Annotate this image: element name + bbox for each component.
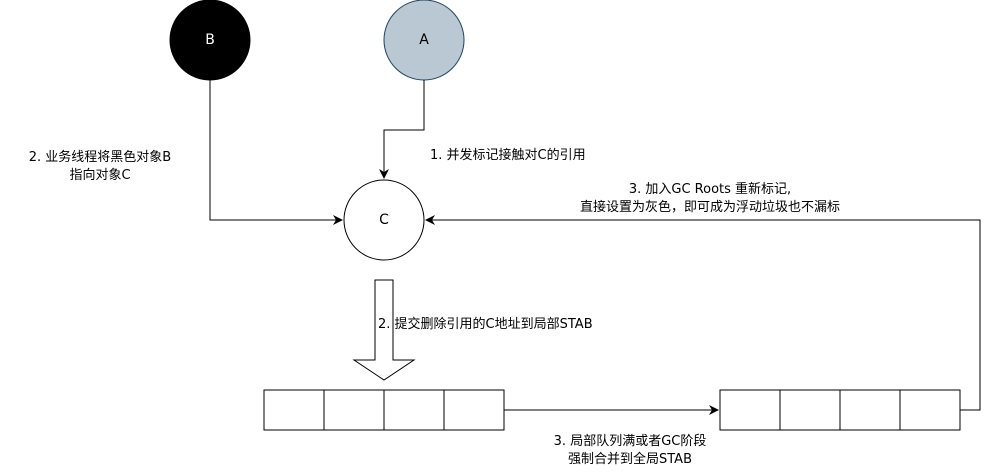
step3-merge-label: 3. 局部队列满或者GC阶段 强制合并到全局STAB xyxy=(530,433,730,469)
step2-label-line2: 指向对象C xyxy=(69,168,131,183)
local-queue-cell xyxy=(323,389,385,431)
step2-submit-label: 2. 提交删除引用的C地址到局部STAB xyxy=(378,317,593,332)
step1-label: 1. 并发标记接触对C的引用 xyxy=(430,148,586,163)
step3-merge-line1: 3. 局部队列满或者GC阶段 xyxy=(553,434,707,449)
node-c-label: C xyxy=(379,212,389,228)
local-stab-queue xyxy=(263,389,505,431)
edge-global-queue-to-c xyxy=(425,215,981,411)
step3-merge-line2: 强制合并到全局STAB xyxy=(568,452,692,467)
step3-remark-line2: 直接设置为灰色，即可成为浮动垃圾也不漏标 xyxy=(579,200,840,215)
step2-label: 2. 业务线程将黑色对象B 指向对象C xyxy=(10,149,190,185)
edge-a-to-c xyxy=(379,80,425,179)
node-c-circle[interactable] xyxy=(343,179,425,261)
global-stab-queue xyxy=(719,389,961,431)
global-queue-cell xyxy=(719,389,781,431)
node-a-label: A xyxy=(419,32,429,48)
step2-label-line1: 2. 业务线程将黑色对象B xyxy=(28,150,172,165)
edge-b-to-c xyxy=(209,80,343,225)
global-queue-cell xyxy=(839,389,901,431)
step3-remark-line1: 3. 加入GC Roots 重新标记, xyxy=(628,182,792,197)
global-queue-cell xyxy=(779,389,841,431)
node-b-label: B xyxy=(205,32,215,48)
step3-remark-label: 3. 加入GC Roots 重新标记, 直接设置为灰色，即可成为浮动垃圾也不漏标 xyxy=(540,181,880,217)
local-queue-cell xyxy=(443,389,505,431)
local-queue-cell xyxy=(383,389,445,431)
global-queue-cell xyxy=(899,389,961,431)
local-queue-cell xyxy=(263,389,325,431)
submit-down-arrow xyxy=(352,279,416,381)
